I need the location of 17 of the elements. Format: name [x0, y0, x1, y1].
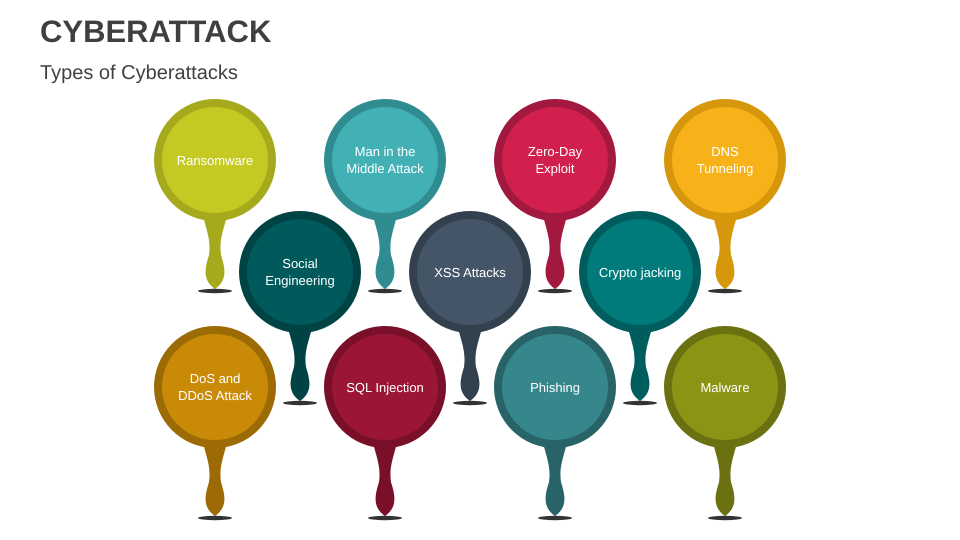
pin-label: XSS Attacks [433, 264, 507, 282]
pin-label: Zero-Day Exploit [526, 143, 584, 178]
pin-marker [663, 325, 787, 521]
pin-label: DoS and DDoS Attack [177, 370, 253, 405]
pin-label: Phishing [529, 378, 581, 397]
pin-label: Malware [699, 378, 751, 396]
slide-title: CYBERATTACK [40, 14, 272, 50]
pin-marker [323, 325, 447, 521]
pin-label: Crypto jacking [598, 264, 682, 282]
pin-label: Man in the Middle Attack [345, 143, 425, 178]
slide-subtitle: Types of Cyberattacks [40, 62, 238, 85]
pin-marker [153, 325, 277, 521]
pin-marker [493, 325, 617, 521]
pin-label: Ransomware [176, 152, 254, 170]
pin-label: Social Engineering [264, 255, 336, 290]
pin-label: SQL Injection [345, 378, 425, 397]
pin-label: DNS Tunneling [696, 143, 754, 178]
